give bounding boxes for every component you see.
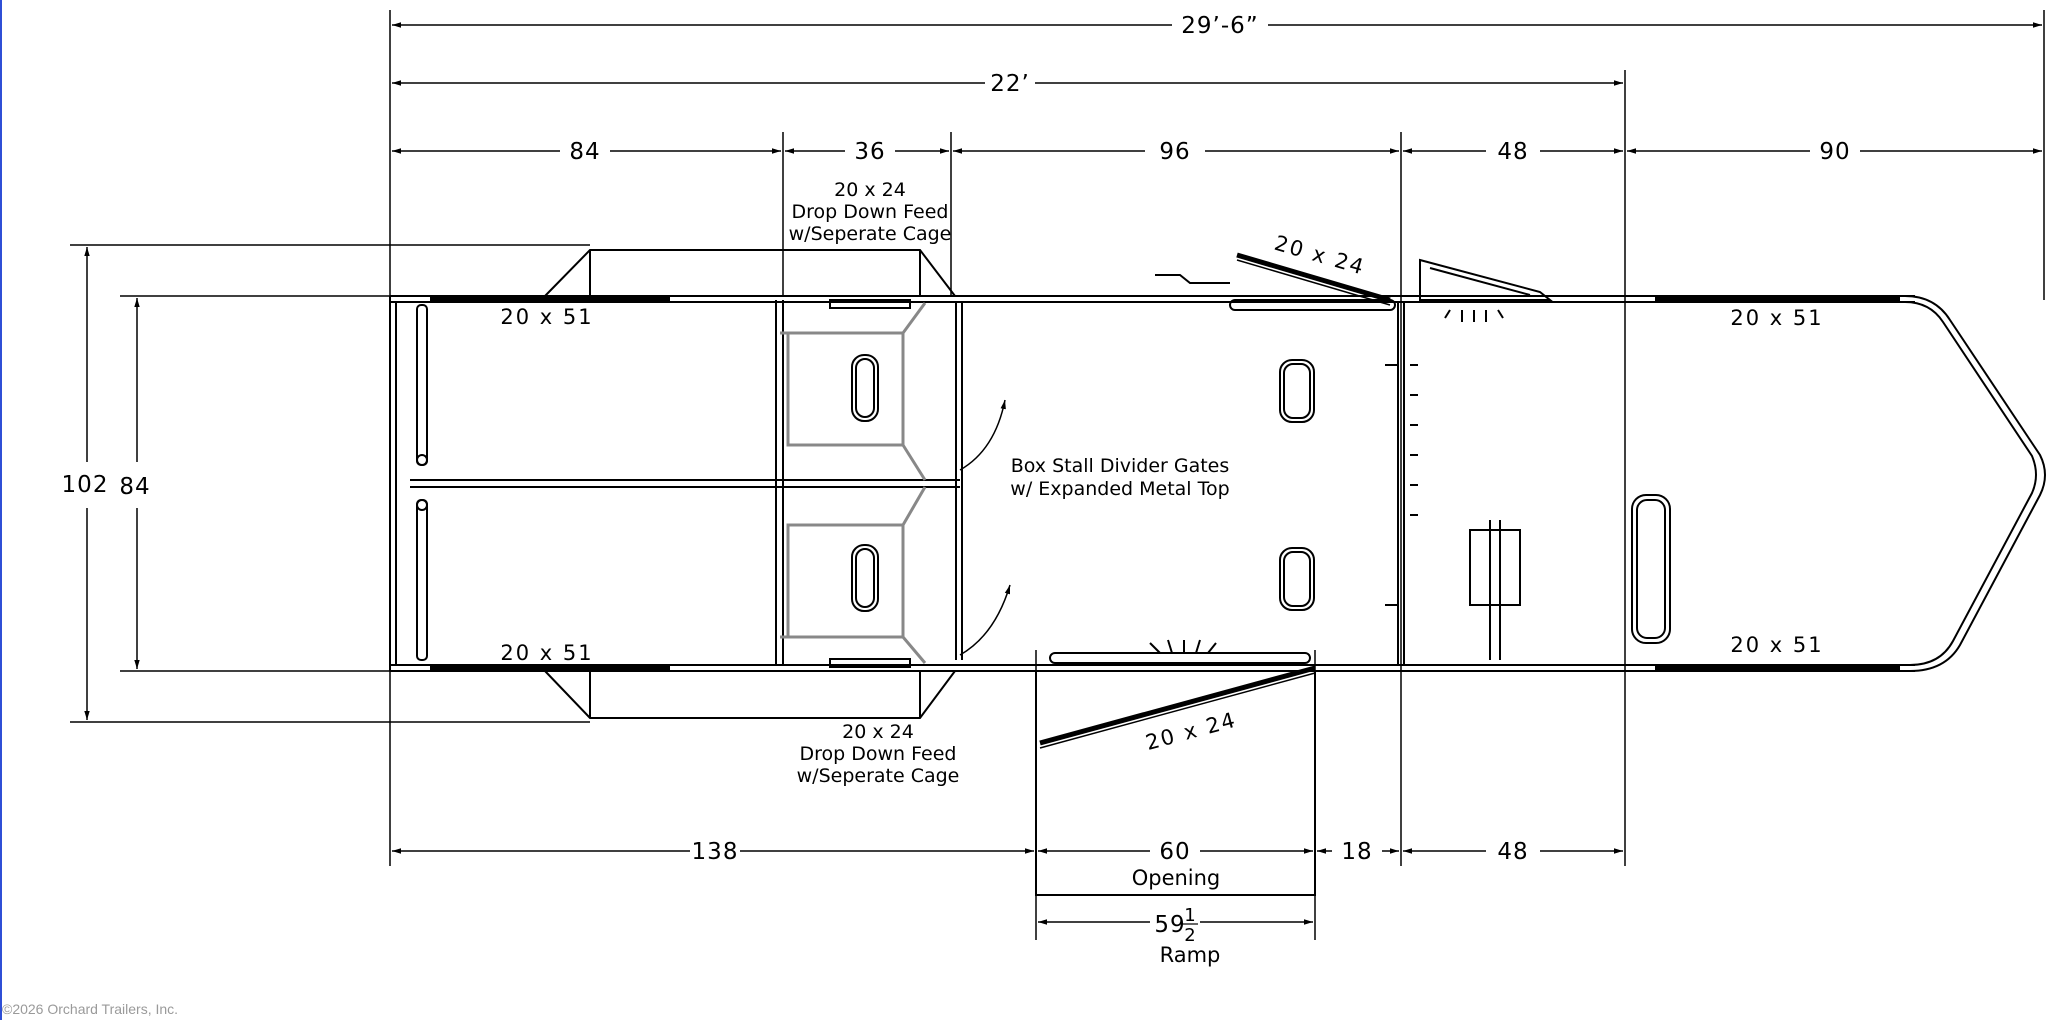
feed-bottom-line-2: Drop Down Feed (800, 743, 957, 765)
feed-bottom-line-3: w/Seperate Cage (797, 765, 960, 787)
dim-ramp-fraction-num: 1 (1184, 905, 1195, 926)
dim-top-36: 36 (854, 139, 885, 165)
dimension-lines (70, 10, 2045, 940)
window-top-right-label: 20 x 51 (1730, 306, 1823, 330)
dim-top-84: 84 (569, 139, 600, 165)
side-door-bottom-label: 20 x 24 (1143, 708, 1239, 755)
dim-bottom-138: 138 (692, 839, 739, 865)
window-bottom-right-label: 20 x 51 (1730, 633, 1823, 657)
dim-top-48: 48 (1497, 139, 1528, 165)
dim-top-96: 96 (1159, 139, 1190, 165)
dim-bottom-18: 18 (1341, 839, 1372, 865)
feed-top-line-3: w/Seperate Cage (789, 223, 952, 245)
feed-top-line-1: 20 x 24 (834, 179, 906, 201)
dim-overall-length: 29’-6” (1181, 13, 1258, 39)
dim-ramp-width: 59 (1154, 912, 1185, 938)
copyright-notice: ©2026 Orchard Trailers, Inc. (2, 1001, 178, 1017)
dim-inner-length: 22’ (990, 71, 1030, 97)
ramp-label: Ramp (1160, 943, 1221, 967)
dimension-labels: 29’-6” 22’ 84 36 96 48 90 138 60 18 48 1… (62, 13, 1850, 946)
box-stall-gates (780, 302, 927, 664)
dim-width-102: 102 (62, 472, 109, 498)
window-bottom-left-label: 20 x 51 (500, 641, 593, 665)
window-top-left-label: 20 x 51 (500, 305, 593, 329)
dim-width-84: 84 (119, 474, 150, 500)
dim-ramp-fraction-den: 2 (1184, 925, 1195, 946)
gates-label-line-1: Box Stall Divider Gates (1011, 455, 1230, 477)
dim-bottom-60: 60 (1159, 839, 1190, 865)
trailer-body (389, 249, 2046, 896)
window-left-edge (0, 0, 2, 1020)
opening-label: Opening (1132, 866, 1221, 890)
feed-bottom-line-1: 20 x 24 (842, 721, 914, 743)
dim-top-90: 90 (1819, 139, 1850, 165)
dim-bottom-48: 48 (1497, 839, 1528, 865)
side-door-top-label: 20 x 24 (1272, 231, 1368, 280)
feed-top-line-2: Drop Down Feed (792, 201, 949, 223)
gates-label-line-2: w/ Expanded Metal Top (1010, 478, 1229, 500)
